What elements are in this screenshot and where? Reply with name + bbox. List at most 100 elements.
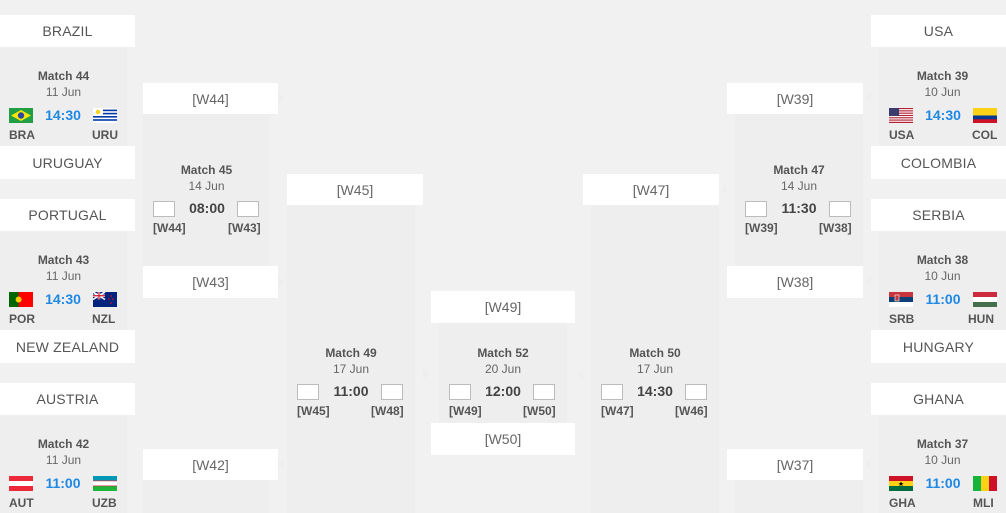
match-card-49[interactable]: Match 49 17 Jun bbox=[287, 205, 415, 513]
slot-label: [W38] bbox=[776, 274, 814, 290]
match-title: Match 44 bbox=[37, 69, 90, 83]
match-date: 11 Jun bbox=[45, 453, 82, 467]
match-card-52[interactable]: Match 52 20 Jun bbox=[439, 323, 567, 423]
qf-slot-w43[interactable]: [W43] bbox=[143, 266, 278, 298]
slot-label: [W39] bbox=[776, 90, 814, 107]
match-date: 14 Jun bbox=[188, 179, 225, 193]
match-card-42[interactable]: Match 42 11 Jun bbox=[0, 415, 127, 513]
team-code: MLI bbox=[973, 496, 994, 510]
team-code: AUT bbox=[9, 496, 34, 510]
team-slot-serbia[interactable]: SERBIA bbox=[871, 199, 1006, 231]
colombia-flag-icon bbox=[973, 108, 997, 123]
slot-label: [W43] bbox=[192, 274, 229, 290]
connector-arrow-icon bbox=[865, 276, 871, 288]
match-title: Match 42 bbox=[37, 437, 90, 451]
team-name: BRAZIL bbox=[42, 23, 93, 39]
match-date: 10 Jun bbox=[924, 269, 961, 283]
match-title: Match 37 bbox=[916, 437, 969, 451]
match-date: 20 Jun bbox=[484, 362, 522, 376]
final-slot-w50[interactable]: [W50] bbox=[431, 423, 575, 455]
team-name: USA bbox=[923, 23, 954, 39]
team-slot-austria[interactable]: AUSTRIA bbox=[0, 383, 135, 415]
usa-flag-icon bbox=[889, 108, 913, 123]
mali-flag-icon bbox=[973, 476, 997, 491]
team-name: HUNGARY bbox=[902, 338, 975, 355]
qf-slot-w37[interactable]: [W37] bbox=[727, 449, 863, 480]
team-code: COL bbox=[972, 128, 998, 142]
match-title: Match 38 bbox=[916, 253, 969, 267]
sf-slot-w45[interactable]: [W45] bbox=[287, 174, 423, 205]
team-slot-uruguay[interactable]: URUGUAY bbox=[0, 146, 135, 179]
score-box-away[interactable] bbox=[237, 201, 259, 217]
team-code: [W47] bbox=[601, 404, 634, 418]
qf-slot-w44[interactable]: [W44] bbox=[143, 83, 278, 114]
uzbekistan-flag-icon bbox=[93, 476, 117, 491]
team-slot-new-zealand[interactable]: NEW ZEALAND bbox=[0, 330, 135, 363]
match-time: 12:00 bbox=[485, 383, 521, 399]
qf-slot-w42[interactable]: [W42] bbox=[143, 449, 278, 480]
team-slot-ghana[interactable]: GHANA bbox=[871, 383, 1006, 415]
match-card-45[interactable]: Match 45 14 Jun bbox=[143, 114, 270, 266]
match-card-43[interactable]: Match 43 11 Jun bbox=[0, 231, 127, 330]
match-card-47[interactable]: Match 47 14 Jun bbox=[735, 114, 863, 266]
team-slot-portugal[interactable]: PORTUGAL bbox=[0, 199, 135, 231]
team-name: COLOMBIA bbox=[900, 154, 977, 171]
match-time: 14:30 bbox=[45, 107, 81, 123]
match-date: 17 Jun bbox=[332, 362, 370, 376]
qf-slot-w39[interactable]: [W39] bbox=[727, 83, 863, 114]
qf-slot-w38[interactable]: [W38] bbox=[727, 266, 863, 298]
score-box-home[interactable] bbox=[153, 201, 175, 217]
match-card-partial bbox=[143, 480, 270, 513]
score-box-home[interactable] bbox=[601, 384, 623, 400]
team-code: UZB bbox=[92, 496, 117, 510]
team-code: SRB bbox=[889, 312, 915, 326]
team-code: [W49] bbox=[449, 404, 482, 418]
team-slot-usa[interactable]: USA bbox=[871, 15, 1006, 47]
team-code: URU bbox=[92, 128, 118, 142]
serbia-flag-icon bbox=[889, 292, 913, 307]
team-code: [W44] bbox=[153, 221, 186, 235]
score-box-home[interactable] bbox=[745, 201, 767, 217]
score-box-away[interactable] bbox=[829, 201, 851, 217]
match-card-44[interactable]: Match 44 11 Jun bbox=[0, 47, 127, 146]
match-card-37[interactable]: Match 37 10 Jun bbox=[879, 415, 1006, 513]
team-slot-colombia[interactable]: COLOMBIA bbox=[871, 146, 1006, 179]
match-title: Match 47 bbox=[773, 163, 825, 177]
match-time: 14:30 bbox=[925, 107, 961, 123]
connector-arrow-icon bbox=[865, 458, 871, 470]
connector-arrow-icon bbox=[577, 368, 583, 380]
score-box-home[interactable] bbox=[449, 384, 471, 400]
slot-label: [W45] bbox=[336, 181, 374, 198]
team-slot-brazil[interactable]: BRAZIL bbox=[0, 15, 135, 47]
slot-label: [W49] bbox=[484, 299, 522, 315]
team-name: GHANA bbox=[913, 391, 964, 407]
connector-arrow-icon bbox=[423, 368, 429, 380]
team-name: NEW ZEALAND bbox=[15, 338, 120, 355]
team-slot-hungary[interactable]: HUNGARY bbox=[871, 330, 1006, 363]
match-title: Match 43 bbox=[37, 253, 90, 267]
score-box-away[interactable] bbox=[533, 384, 555, 400]
team-code: POR bbox=[9, 312, 36, 326]
match-card-50[interactable]: Match 50 17 Jun bbox=[591, 205, 719, 513]
match-date: 11 Jun bbox=[45, 85, 82, 99]
connector-arrow-icon bbox=[278, 276, 284, 288]
score-box-away[interactable] bbox=[381, 384, 403, 400]
match-date: 10 Jun bbox=[924, 85, 961, 99]
slot-label: [W47] bbox=[632, 181, 670, 198]
team-code: [W43] bbox=[228, 221, 261, 235]
team-code: USA bbox=[889, 128, 915, 142]
match-time: 14:30 bbox=[637, 383, 673, 399]
team-code: [W38] bbox=[819, 221, 852, 235]
sf-slot-w47[interactable]: [W47] bbox=[583, 174, 719, 205]
match-title: Match 52 bbox=[477, 346, 529, 360]
final-slot-w49[interactable]: [W49] bbox=[431, 291, 575, 323]
match-card-38[interactable]: Match 38 10 Jun bbox=[879, 231, 1006, 330]
match-title: Match 39 bbox=[916, 69, 969, 83]
score-box-home[interactable] bbox=[297, 384, 319, 400]
match-card-39[interactable]: Match 39 10 Jun bbox=[879, 47, 1006, 146]
team-code: BRA bbox=[9, 128, 35, 142]
match-time: 11:30 bbox=[781, 200, 817, 216]
team-code: NZL bbox=[92, 312, 116, 326]
score-box-away[interactable] bbox=[685, 384, 707, 400]
slot-label: [W42] bbox=[192, 456, 229, 473]
